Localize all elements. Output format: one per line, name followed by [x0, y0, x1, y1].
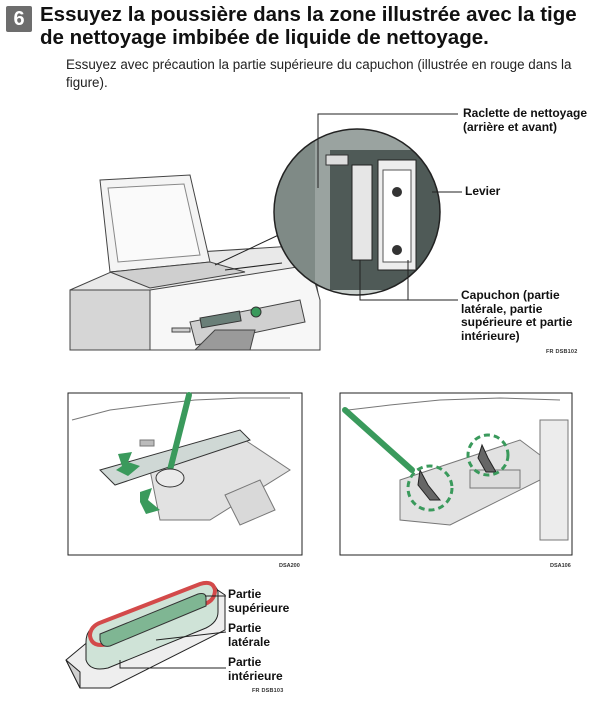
figure-code-bottom: FR DSB103	[252, 688, 284, 694]
figure-code-left: DSA200	[279, 563, 300, 569]
arrow-down-icon	[116, 452, 140, 476]
cleaning-stick-2	[342, 407, 415, 473]
highlight-circle-front	[406, 464, 454, 512]
cleaning-stick	[167, 392, 192, 473]
label-capuchon: Capuchon (partie latérale, partie supéri…	[461, 288, 573, 343]
zoom-detail	[274, 129, 440, 295]
arrow-up-icon	[140, 488, 160, 514]
label-partie-laterale: Partie latérale	[228, 621, 271, 649]
step-description: Essuyez avec précaution la partie supéri…	[66, 57, 572, 90]
lever-front	[417, 468, 442, 501]
figure-code-top: FR DSB102	[546, 349, 578, 355]
label-levier: Levier	[465, 184, 501, 198]
figure-code-right: DSA106	[550, 563, 571, 569]
lever-rear	[477, 443, 497, 473]
step-number-badge: 6	[6, 6, 32, 32]
printer-body	[69, 174, 321, 351]
highlight-circle-rear	[466, 433, 510, 477]
step-title: Essuyez la poussière dans la zone illust…	[40, 3, 577, 49]
cap-top-rim	[87, 580, 218, 647]
label-partie-superieure: Partie supérieure	[228, 587, 290, 615]
label-partie-interieure: Partie intérieure	[228, 655, 283, 683]
label-raclette: Raclette de nettoyage (arrière et avant)	[463, 106, 588, 134]
